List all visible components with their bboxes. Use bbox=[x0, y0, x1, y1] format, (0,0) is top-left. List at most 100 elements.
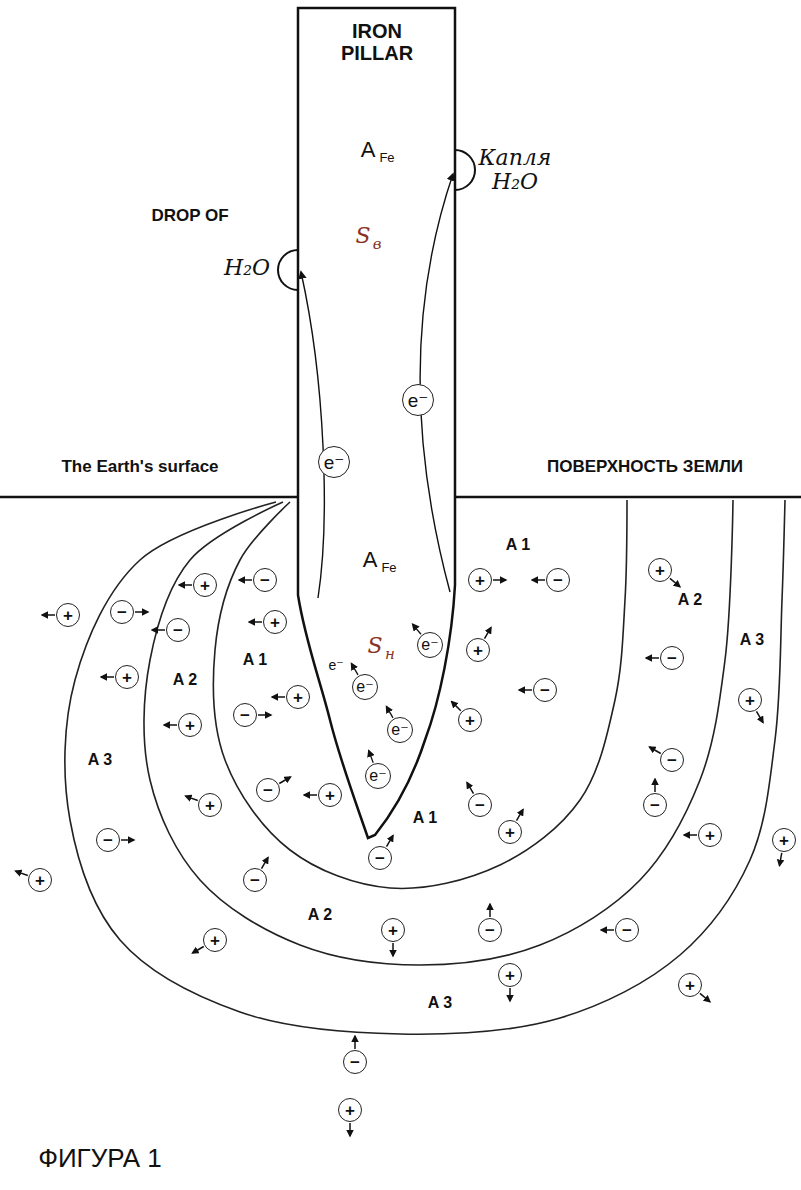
motion-arrow bbox=[262, 857, 269, 868]
ion-circle: − bbox=[468, 793, 492, 817]
motion-arrow bbox=[186, 796, 198, 800]
figure-caption: ФИГУРА 1 bbox=[36, 1144, 164, 1173]
ion-sign: + bbox=[388, 922, 398, 939]
ion-sign: − bbox=[350, 1054, 360, 1071]
zone-label: A 2 bbox=[171, 671, 199, 689]
motion-arrow bbox=[387, 835, 394, 846]
ion-sign: + bbox=[205, 797, 215, 814]
ion-sign: − bbox=[553, 572, 563, 589]
zone-label: A 3 bbox=[86, 751, 114, 769]
part-name: IRON PILLAR bbox=[322, 20, 432, 64]
ion-circle: + bbox=[498, 963, 522, 987]
motion-arrow bbox=[249, 621, 262, 623]
ion-circle: + bbox=[338, 1098, 362, 1122]
motion-arrow bbox=[670, 578, 680, 586]
ion-sign: − bbox=[173, 622, 183, 639]
ion-circle: − bbox=[253, 568, 277, 592]
ion-sign: + bbox=[685, 977, 695, 994]
ion-sign: + bbox=[745, 692, 755, 709]
motion-arrow bbox=[519, 689, 532, 691]
motion-arrow bbox=[349, 1123, 351, 1136]
electron-circle: e⁻ bbox=[402, 384, 434, 416]
symbol-letter: S bbox=[355, 224, 370, 248]
pillar-body bbox=[298, 8, 455, 838]
ion-circle: − bbox=[478, 918, 502, 942]
motion-arrow bbox=[152, 629, 165, 631]
ion-sign: + bbox=[473, 642, 483, 659]
ion-circle: + bbox=[466, 638, 490, 662]
pillar-outline bbox=[290, 5, 470, 850]
zone-label: A 2 bbox=[306, 906, 334, 924]
motion-arrow bbox=[352, 664, 359, 675]
ion-sign: + bbox=[505, 967, 515, 984]
ion-sign: − bbox=[667, 752, 677, 769]
ion-circle: − bbox=[643, 793, 667, 817]
symbol-letter: S bbox=[367, 634, 382, 658]
motion-arrow bbox=[272, 696, 285, 698]
motion-arrow bbox=[121, 839, 134, 841]
motion-arrow bbox=[16, 871, 28, 875]
motion-arrow bbox=[509, 988, 511, 1001]
ion-circle: − bbox=[110, 600, 134, 624]
motion-arrow bbox=[654, 779, 656, 792]
symbol-subscript: Fe bbox=[379, 151, 394, 165]
ion-circle: + bbox=[286, 685, 310, 709]
ion-sign: + bbox=[210, 932, 220, 949]
ion-sign: − bbox=[240, 707, 250, 724]
motion-arrow bbox=[392, 943, 394, 956]
zone-label: A 1 bbox=[241, 651, 269, 669]
ion-sign: + bbox=[465, 712, 475, 729]
ion-circle: + bbox=[28, 868, 52, 892]
ion-sign: − bbox=[260, 572, 270, 589]
ion-sign: − bbox=[375, 850, 385, 867]
motion-arrow bbox=[517, 809, 524, 820]
ion-sign: + bbox=[475, 572, 485, 589]
surface-label: ПОВЕРХНОСТЬ ЗЕМЛИ bbox=[545, 458, 745, 477]
ion-sign: − bbox=[475, 797, 485, 814]
ion-circle: + bbox=[115, 665, 139, 689]
ion-circle: + bbox=[678, 973, 702, 997]
motion-arrow bbox=[258, 714, 271, 716]
motion-arrow bbox=[467, 782, 474, 793]
motion-arrow bbox=[757, 711, 764, 722]
surface-label: The Earth's surface bbox=[59, 458, 220, 477]
ion-circle: + bbox=[56, 603, 80, 627]
ion-sign: + bbox=[293, 689, 303, 706]
symbol-letter: A bbox=[361, 138, 376, 162]
ion-circle: + bbox=[458, 708, 482, 732]
electron-circle: e⁻ bbox=[318, 446, 350, 478]
zone-label: A 3 bbox=[426, 994, 454, 1012]
ion-sign: − bbox=[540, 682, 550, 699]
ion-circle: − bbox=[615, 918, 639, 942]
ion-circle: − bbox=[233, 703, 257, 727]
symbol-subscript: н bbox=[385, 646, 395, 663]
ion-circle: − bbox=[256, 778, 280, 802]
callout-label: Капля H₂O bbox=[476, 146, 555, 194]
ion-circle: − bbox=[660, 646, 684, 670]
callout-label: H₂O bbox=[222, 256, 272, 280]
ion-circle: + bbox=[318, 783, 342, 807]
zone-label: A 1 bbox=[504, 536, 532, 554]
ground-line bbox=[455, 496, 801, 499]
ion-circle: − bbox=[368, 846, 392, 870]
electron-flow-line bbox=[301, 272, 324, 598]
ion-circle: + bbox=[698, 823, 722, 847]
motion-arrow bbox=[489, 904, 491, 917]
motion-arrow bbox=[601, 929, 614, 931]
electron-circle: e⁻ bbox=[387, 717, 413, 743]
motion-arrow bbox=[485, 627, 492, 638]
ion-sign: + bbox=[345, 1102, 355, 1119]
ion-sign: − bbox=[117, 604, 127, 621]
motion-arrow bbox=[192, 947, 203, 954]
motion-arrow bbox=[304, 794, 317, 796]
motion-arrow bbox=[164, 724, 177, 726]
ion-circle: − bbox=[96, 828, 120, 852]
ion-sign: + bbox=[705, 827, 715, 844]
electron-symbol: e⁻ bbox=[324, 453, 345, 472]
ion-circle: + bbox=[203, 928, 227, 952]
electron-symbol: e⁻ bbox=[408, 391, 429, 410]
ion-sign: + bbox=[505, 824, 515, 841]
electron-symbol: e⁻ bbox=[421, 637, 438, 653]
